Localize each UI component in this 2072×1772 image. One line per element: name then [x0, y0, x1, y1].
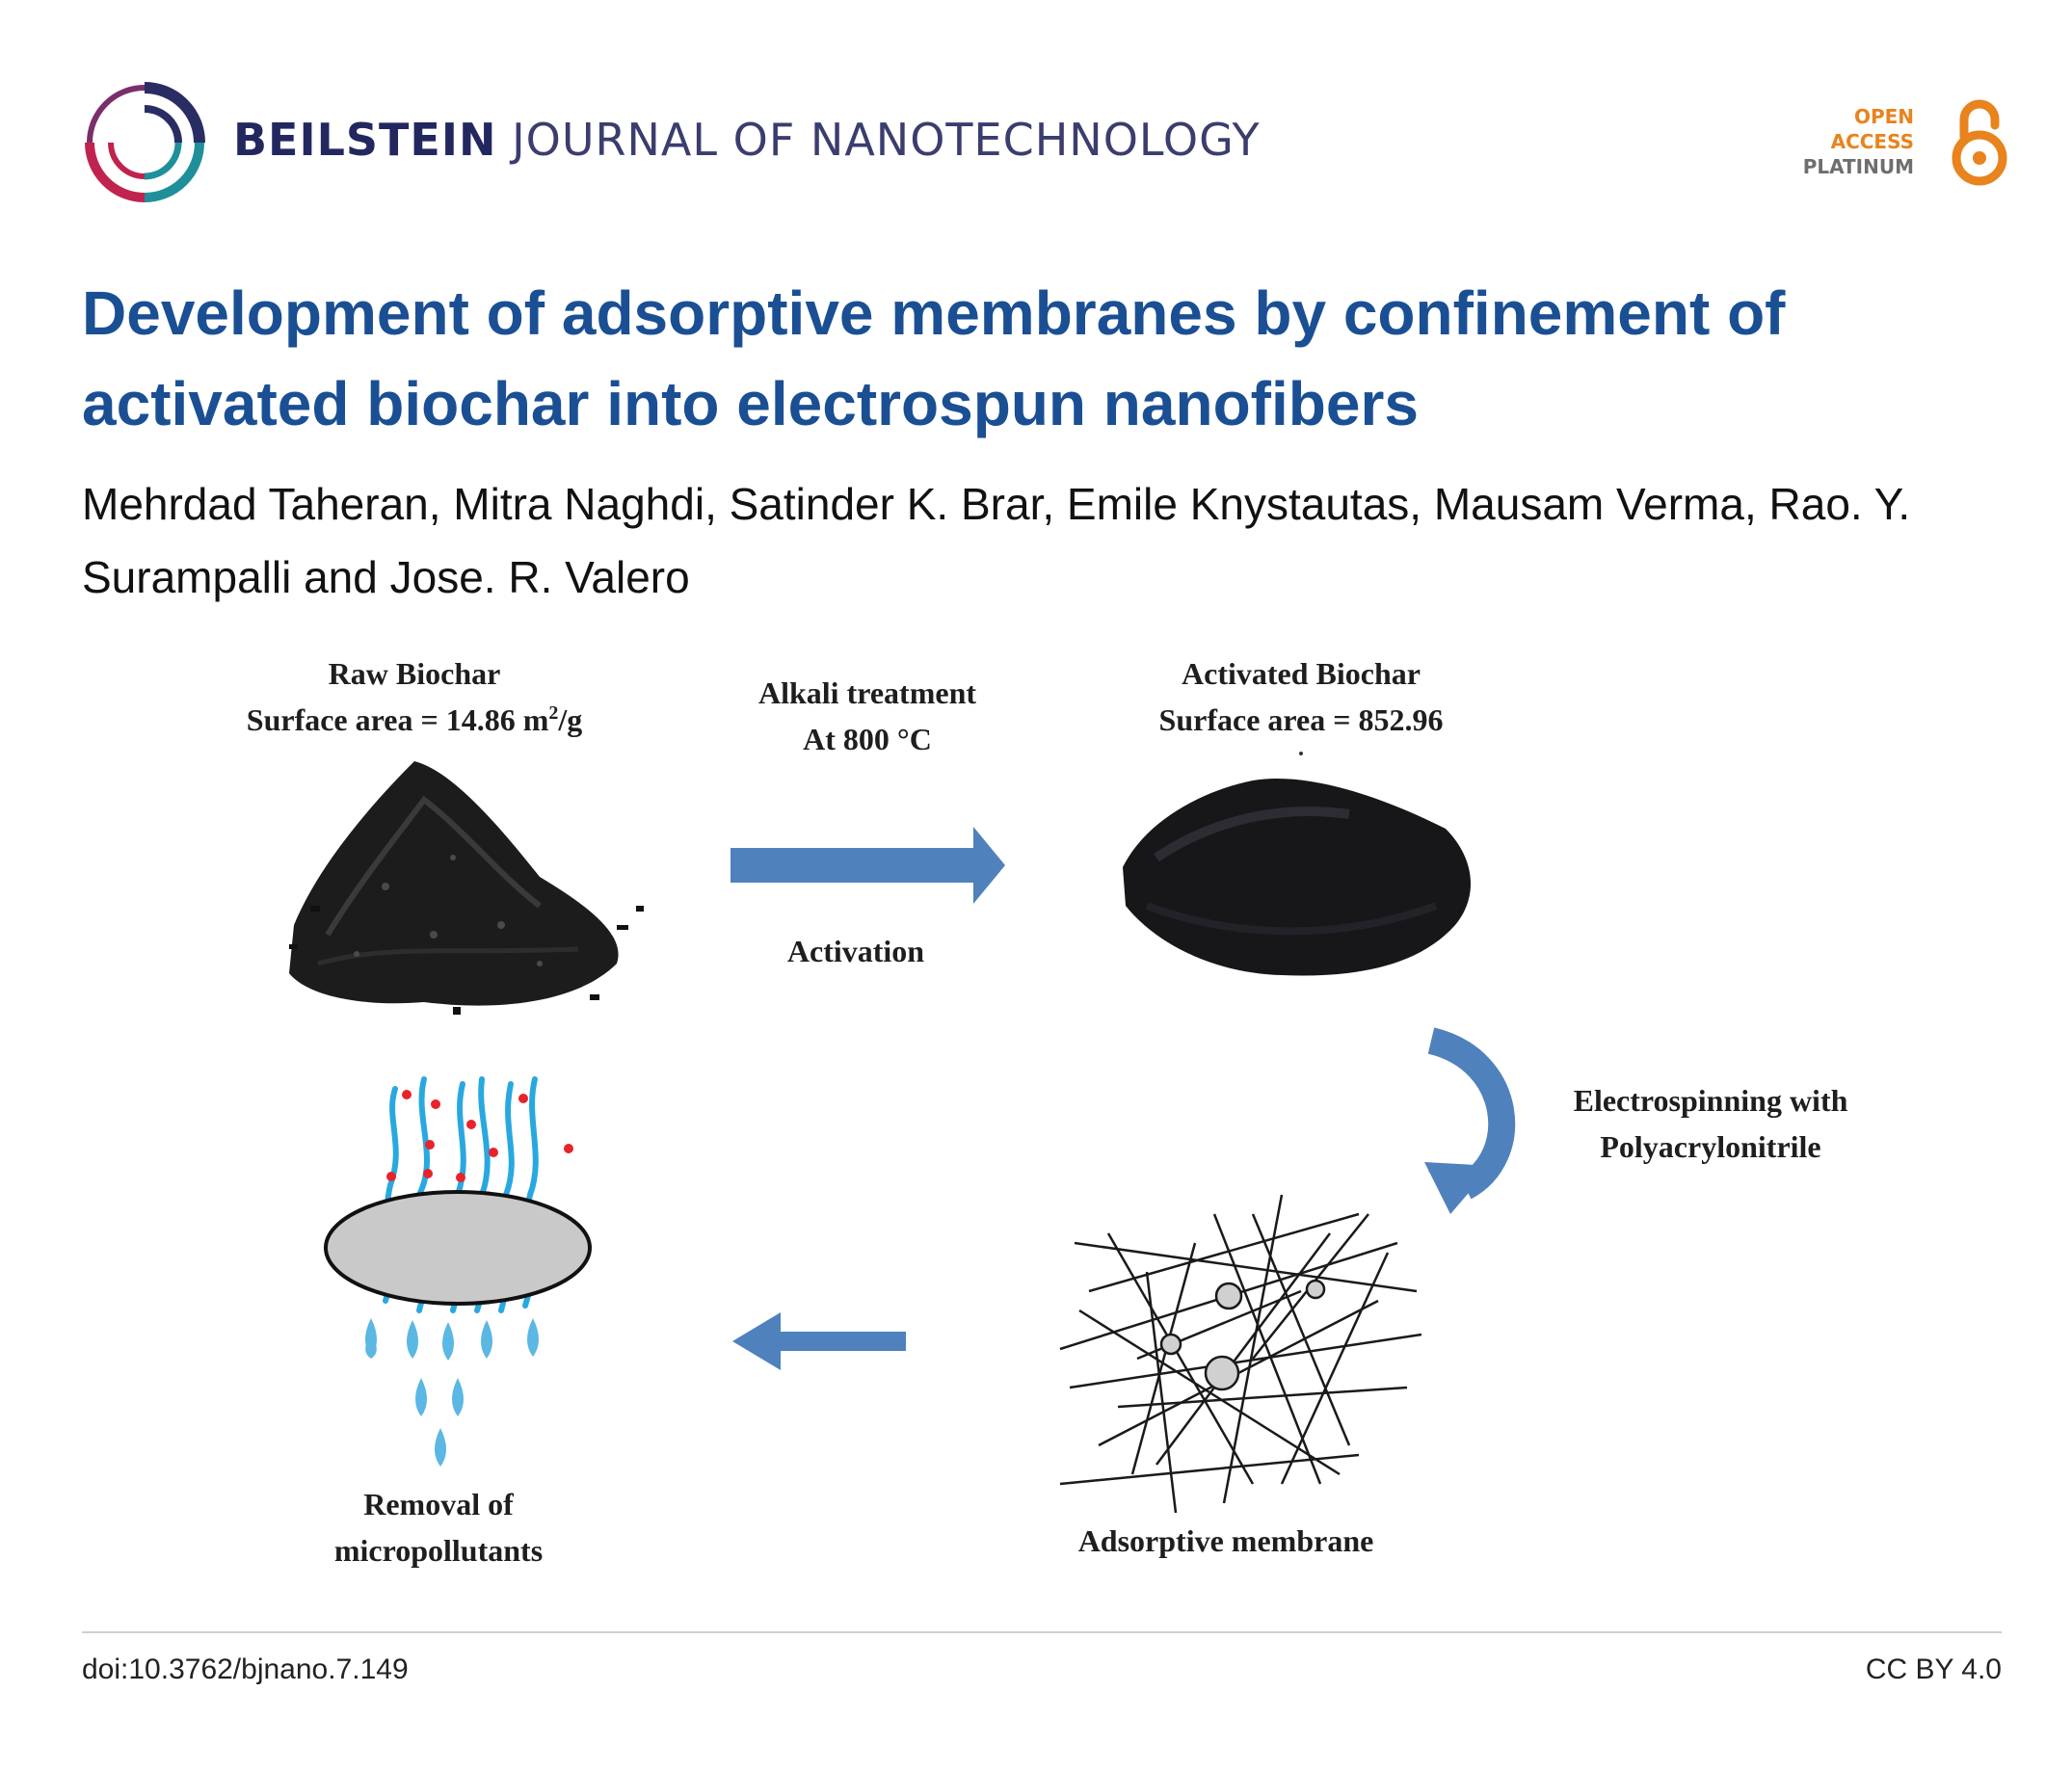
raw-biochar-pile-image — [289, 761, 644, 1015]
micropollutants-label: micropollutants — [334, 1533, 543, 1568]
activated-surface-area: Surface area = 852.96 — [1159, 702, 1444, 737]
article-title: Development of adsorptive membranes by c… — [82, 268, 2000, 449]
license-text: CC BY 4.0 — [1866, 1653, 2002, 1686]
activated-biochar-pile-image — [1123, 752, 1471, 975]
journal-name: BEILSTEIN JOURNAL OF NANOTECHNOLOGY — [233, 114, 1261, 166]
beilstein-logo-icon — [82, 80, 207, 205]
activation-arrow-right — [731, 827, 1005, 904]
raw-surface-area: Surface area = 14.86 m2/g — [247, 702, 582, 737]
open-lock-icon — [1951, 98, 2008, 187]
oa-access-text: ACCESS — [1831, 129, 1914, 154]
alkali-treatment-label: Alkali treatment — [758, 675, 976, 710]
doi-text: doi:10.3762/bjnano.7.149 — [82, 1653, 409, 1686]
temperature-label: At 800 °C — [803, 722, 932, 756]
polyacrylonitrile-label: Polyacrylonitrile — [1600, 1129, 1820, 1164]
article-authors: Mehrdad Taheran, Mitra Naghdi, Satinder … — [82, 467, 2000, 614]
journal-name-bold: BEILSTEIN — [233, 114, 496, 166]
footer-divider — [82, 1631, 2002, 1633]
journal-name-rest: JOURNAL OF NANOTECHNOLOGY — [512, 114, 1260, 166]
adsorptive-membrane-label: Adsorptive membrane — [1078, 1523, 1374, 1558]
flow-arrow-left — [732, 1312, 906, 1370]
oa-open-text: OPEN — [1854, 104, 1914, 129]
open-access-badge: OPEN ACCESS PLATINUM — [1820, 96, 2012, 193]
oa-platinum-text: PLATINUM — [1803, 154, 1914, 179]
graphical-abstract: Raw Biochar Surface area = 14.86 m2/g Al… — [0, 617, 2072, 1600]
removal-label: Removal of — [363, 1487, 514, 1521]
water-drops-icon — [365, 1318, 539, 1467]
graphical-abstract-svg: Raw Biochar Surface area = 14.86 m2/g Al… — [0, 617, 2072, 1600]
electrospinning-curved-arrow — [1424, 1041, 1501, 1214]
activation-label: Activation — [787, 934, 924, 968]
electrospinning-label: Electrospinning with — [1574, 1083, 1848, 1118]
raw-biochar-label: Raw Biochar — [329, 656, 501, 691]
activated-biochar-label: Activated Biochar — [1182, 656, 1421, 691]
adsorptive-membrane-image — [1060, 1195, 1421, 1513]
filter-disc-icon — [326, 1192, 590, 1304]
